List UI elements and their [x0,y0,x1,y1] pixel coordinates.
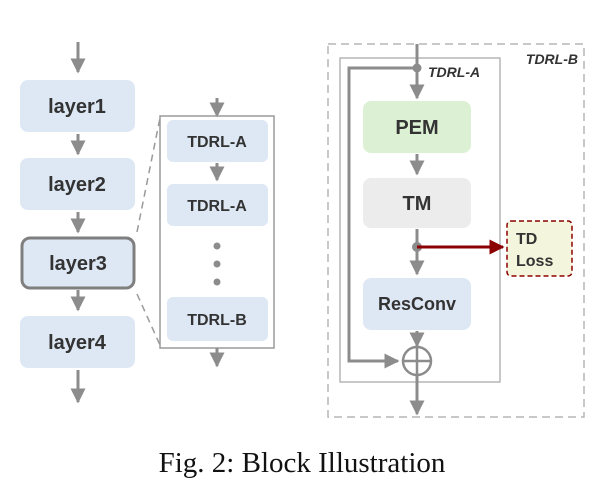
ellipsis-dot-3 [213,278,221,286]
layer2-label: layer2 [48,174,106,196]
layer1-label: layer1 [48,96,106,118]
tdrl-b-outer-frame [327,43,585,418]
td-loss-label-line1: TD [516,231,537,248]
middle-expanded-block: TDRL-A TDRL-A TDRL-B [159,98,275,368]
tdrl-b-label: TDRL-B [187,312,247,329]
zoom-line-bottom [136,293,161,346]
tdrl-b-outer-label: TDRL-B [526,51,578,67]
ellipsis-dot-2 [213,260,221,268]
left-layer-stack: layer1 layer2 layer3 layer4 [20,42,136,404]
tdrl-a-label-1: TDRL-A [187,134,247,151]
pem-box [363,101,471,153]
layer2-box [20,158,135,210]
layer1-box [20,80,135,132]
tm-box [363,178,471,228]
layer4-box [20,316,135,368]
zoom-line-top [136,117,161,233]
td-loss-label-line2: Loss [516,253,553,270]
tdrl-a-inner-frame [339,57,501,383]
tdrl-a-box-1 [167,120,268,162]
resconv-label: ResConv [378,294,456,314]
resconv-box [363,278,471,330]
tdrl-a-inner-label: TDRL-A [428,64,480,80]
layer4-label: layer4 [48,332,107,354]
ellipsis-dot-1 [213,242,221,250]
tdrl-b-box [167,297,268,341]
add-icon [401,345,433,377]
tdrl-a-box-2 [167,184,268,226]
td-loss-box [506,220,573,277]
layer3-box [20,236,136,290]
figure-caption: Fig. 2: Block Illustration [159,447,446,479]
pem-label: PEM [395,117,438,139]
right-detail: TDRL-B TDRL-A PEM TM TD Loss ResConv [327,43,585,418]
layer3-label: layer3 [49,253,107,275]
tdrl-a-label-2: TDRL-A [187,198,247,215]
skip-connection [347,66,417,369]
tm-label: TM [403,193,432,215]
